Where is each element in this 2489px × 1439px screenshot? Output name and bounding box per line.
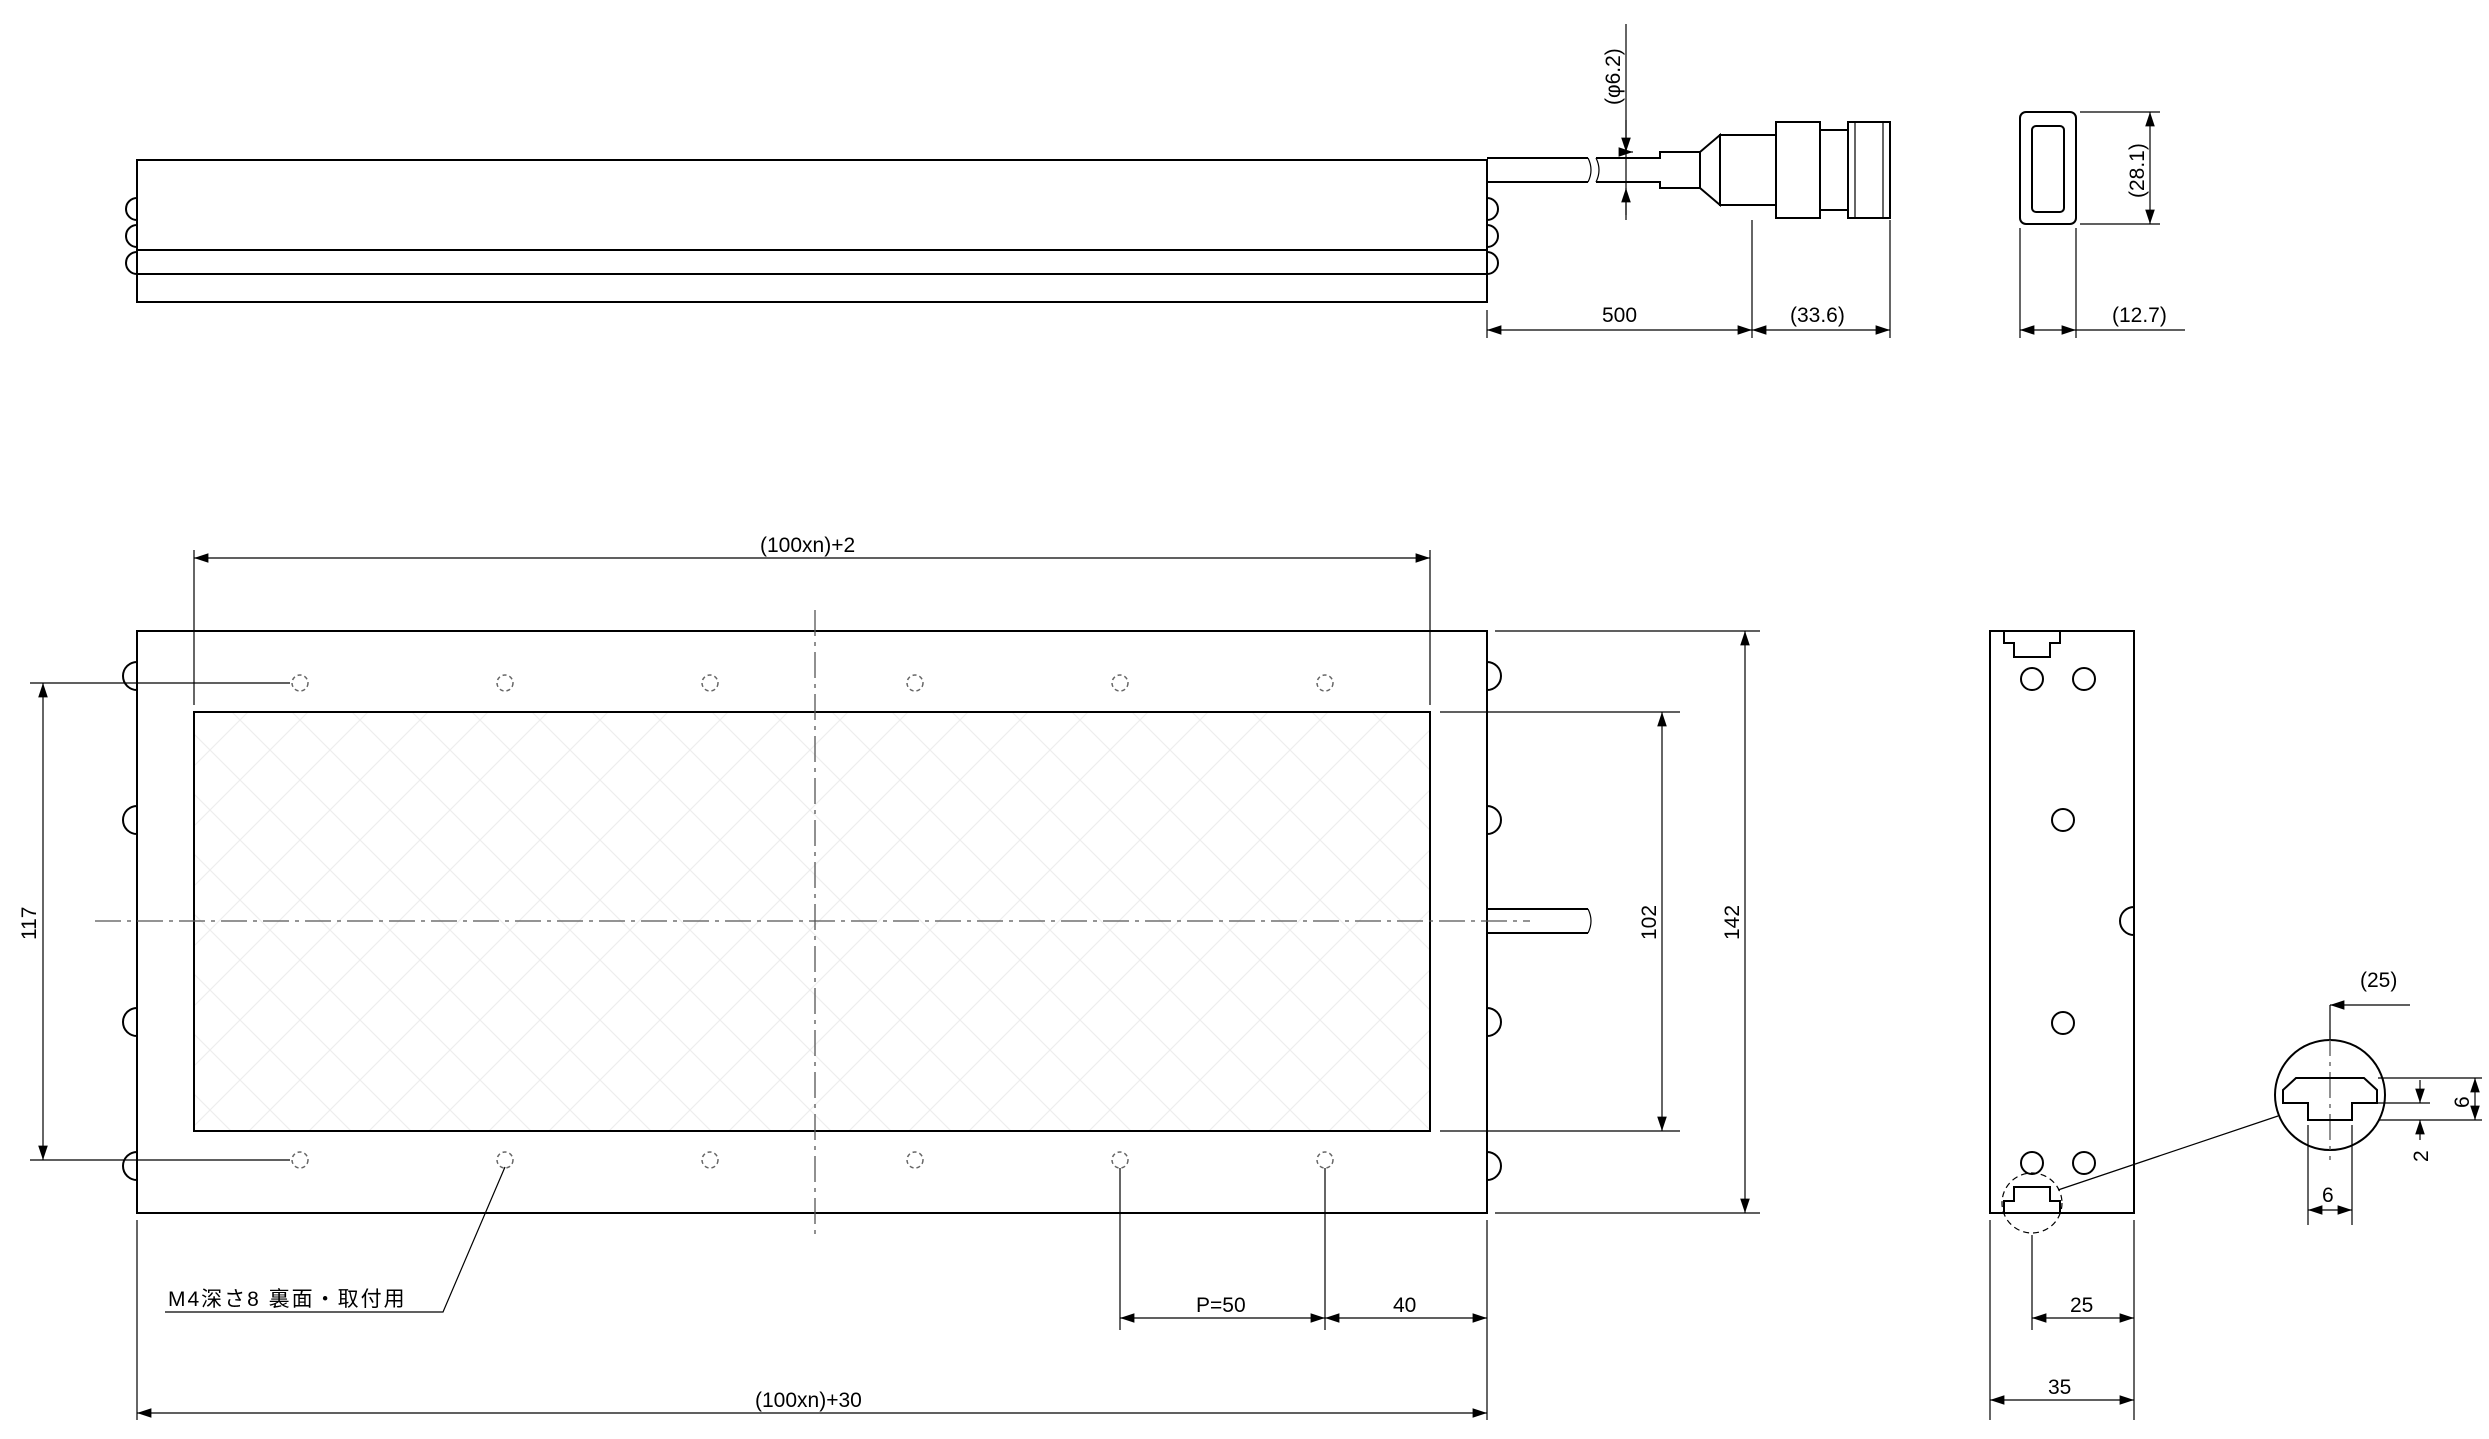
dim-cable-length: 500 xyxy=(1602,304,1637,327)
cable xyxy=(1487,157,1588,183)
dim-total-height: 142 xyxy=(1721,905,1744,940)
top-view: (φ6.2) (28.1) 500 (33.6) (12.7) xyxy=(125,24,2185,338)
dim-hole-span: (100xn)+2 xyxy=(760,534,855,557)
dim-emitting-height: 102 xyxy=(1638,905,1661,940)
dim-slot-neck: 2 xyxy=(2410,1150,2433,1162)
side-housing xyxy=(1989,630,2135,1214)
mounting-hole-note: M4深さ8 裏面・取付用 xyxy=(168,1288,407,1311)
dim-connector-width: (12.7) xyxy=(2112,304,2167,327)
dim-edge-offset: 40 xyxy=(1393,1294,1416,1317)
connector-end-view xyxy=(2019,111,2077,225)
housing xyxy=(136,630,1488,1214)
dim-hole-pitch-vertical: 117 xyxy=(18,907,41,940)
front-view: (100xn)+2 117 102 142 P=50 40 (100xn)+30… xyxy=(18,534,1760,1420)
dim-slot-depth: 6 xyxy=(2451,1096,2474,1108)
top-view-body xyxy=(136,159,1488,303)
dim-side-offset: 25 xyxy=(2070,1294,2093,1317)
dim-side-width: 35 xyxy=(2048,1376,2071,1399)
dim-slot-offset: (25) xyxy=(2360,969,2397,992)
dim-slot-width: 6 xyxy=(2322,1184,2334,1207)
dim-connector-length: (33.6) xyxy=(1790,304,1845,327)
dim-connector-height: (28.1) xyxy=(2126,143,2149,198)
dim-cable-diameter: (φ6.2) xyxy=(1602,48,1625,105)
dim-total-length: (100xn)+30 xyxy=(755,1389,862,1412)
side-view: (25) 6 2 6 25 35 xyxy=(1989,630,2482,1420)
dim-pitch: P=50 xyxy=(1196,1294,1246,1317)
connector xyxy=(1699,132,1721,208)
